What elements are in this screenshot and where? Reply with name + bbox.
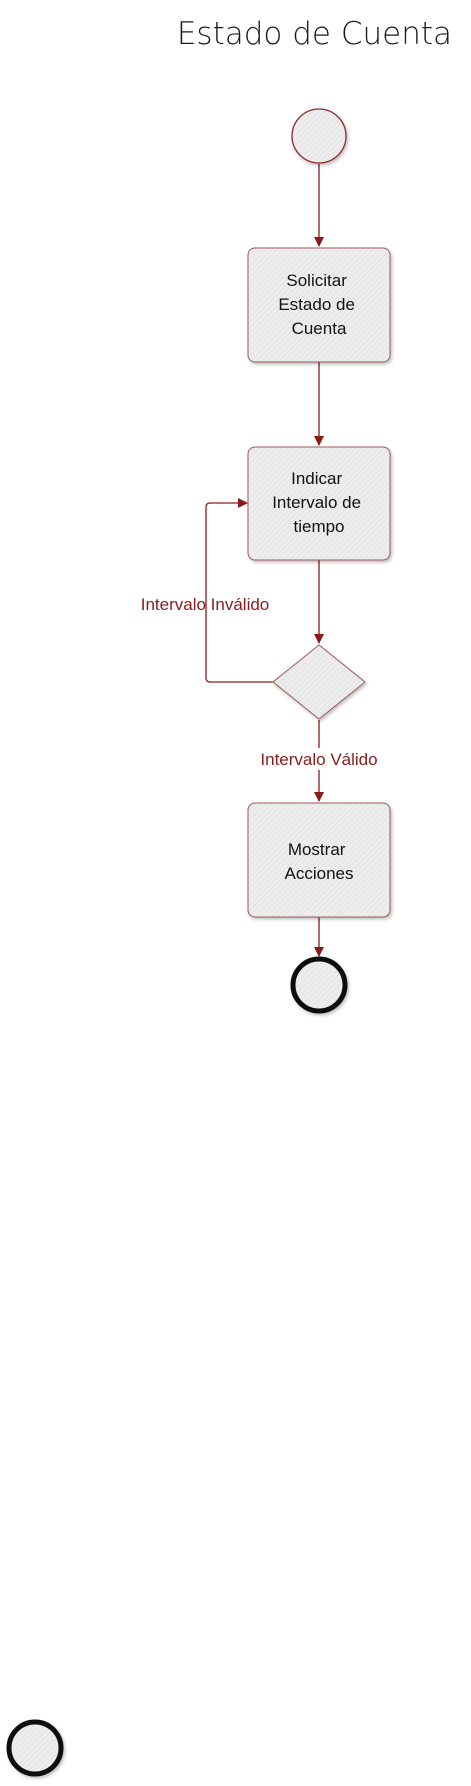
final-node[interactable] <box>290 956 348 1014</box>
stray-final-node[interactable] <box>6 1719 64 1777</box>
action-label-line: Estado de <box>278 295 355 314</box>
action-solicitar-estado-de-cuenta[interactable]: Solicitar Estado de Cuenta <box>247 247 391 363</box>
action-mostrar-acciones[interactable]: Mostrar Acciones <box>247 802 391 918</box>
edge-label-invalid: Intervalo Inválido <box>141 595 270 614</box>
action-label-line: Intervalo de <box>272 493 361 512</box>
action-indicar-intervalo-de-tiempo[interactable]: Indicar Intervalo de tiempo <box>247 446 391 561</box>
edge-decision-to-indicar-loop <box>205 498 273 683</box>
decision-node[interactable] <box>272 644 366 720</box>
svg-text:Mostrar Acciones: Mostrar Acciones <box>285 840 354 883</box>
action-label-line: Mostrar <box>288 840 346 859</box>
action-label-line: Solicitar <box>286 271 347 290</box>
svg-text:Solicitar Estado de: Solicitar Estado de Cuenta <box>278 271 359 338</box>
action-label-line: tiempo <box>293 517 344 536</box>
valid-label-background <box>252 748 386 770</box>
diagram-title: Estado de Cuenta <box>177 16 452 52</box>
action-label-line: Acciones <box>285 864 354 883</box>
svg-text:Indicar Intervalo de: Indicar Intervalo de tiempo <box>272 469 366 536</box>
initial-node[interactable] <box>291 108 347 164</box>
action-label-line: Cuenta <box>292 319 347 338</box>
edge-label-valid: Intervalo Válido <box>260 750 377 769</box>
action-label-line: Indicar <box>291 469 342 488</box>
